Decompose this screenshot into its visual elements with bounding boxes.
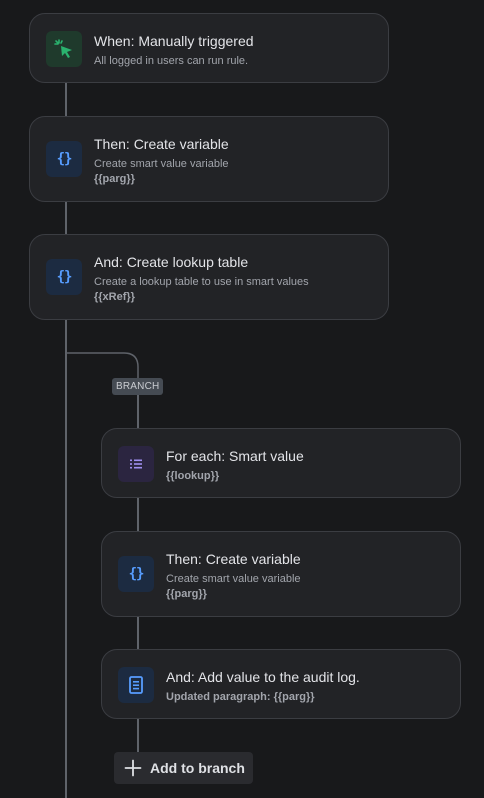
- audit-log-icon-box: [118, 667, 154, 703]
- trigger-card[interactable]: When: Manually triggered All logged in u…: [29, 13, 389, 83]
- trigger-description: All logged in users can run rule.: [94, 55, 249, 67]
- cursor-click-icon: [54, 39, 72, 58]
- lookup-table-title: And: Create lookup table: [94, 254, 249, 270]
- branch-create-variable-title: Then: Create variable: [166, 551, 301, 567]
- connector-line: [65, 201, 67, 235]
- for-each-value: {{lookup}}: [166, 470, 220, 482]
- braces-icon: {}: [56, 269, 73, 285]
- audit-log-description: Updated paragraph: {{parg}}: [166, 691, 315, 703]
- connector-line: [65, 83, 67, 117]
- list-icon: [130, 459, 142, 469]
- connector-line: [137, 616, 139, 650]
- lookup-table-description: Create a lookup table to use in smart va…: [94, 276, 309, 288]
- branch-badge: BRANCH: [112, 378, 164, 395]
- lookup-table-card[interactable]: {} And: Create lookup table Create a loo…: [29, 234, 389, 320]
- audit-log-title: And: Add value to the audit log.: [166, 669, 360, 685]
- branch-create-variable-icon-box: {}: [118, 556, 154, 592]
- lookup-table-value: {{xRef}}: [94, 291, 135, 303]
- create-variable-description: Create smart value variable: [94, 158, 229, 170]
- connector-main-line: [65, 319, 67, 798]
- add-to-branch-button[interactable]: Add to branch: [114, 752, 253, 784]
- for-each-card[interactable]: For each: Smart value {{lookup}}: [101, 428, 461, 498]
- create-variable-value: {{parg}}: [94, 173, 135, 185]
- braces-icon: {}: [128, 566, 145, 582]
- create-variable-icon-box: {}: [46, 141, 82, 177]
- document-icon: [129, 676, 143, 694]
- plus-icon: [124, 759, 142, 777]
- braces-icon: {}: [56, 151, 73, 167]
- trigger-title: When: Manually triggered: [94, 33, 254, 49]
- branch-create-variable-card[interactable]: {} Then: Create variable Create smart va…: [101, 531, 461, 617]
- branch-connector: [65, 352, 139, 380]
- trigger-icon-box: [46, 31, 82, 67]
- branch-create-variable-description: Create smart value variable: [166, 573, 301, 585]
- branch-create-variable-value: {{parg}}: [166, 588, 207, 600]
- add-to-branch-label: Add to branch: [150, 760, 245, 776]
- connector-line: [137, 498, 139, 532]
- audit-log-card[interactable]: And: Add value to the audit log. Updated…: [101, 649, 461, 719]
- connector-line: [137, 395, 139, 429]
- create-variable-title: Then: Create variable: [94, 136, 229, 152]
- connector-line: [137, 718, 139, 752]
- for-each-icon-box: [118, 446, 154, 482]
- create-variable-card[interactable]: {} Then: Create variable Create smart va…: [29, 116, 389, 202]
- lookup-table-icon-box: {}: [46, 259, 82, 295]
- for-each-title: For each: Smart value: [166, 448, 304, 464]
